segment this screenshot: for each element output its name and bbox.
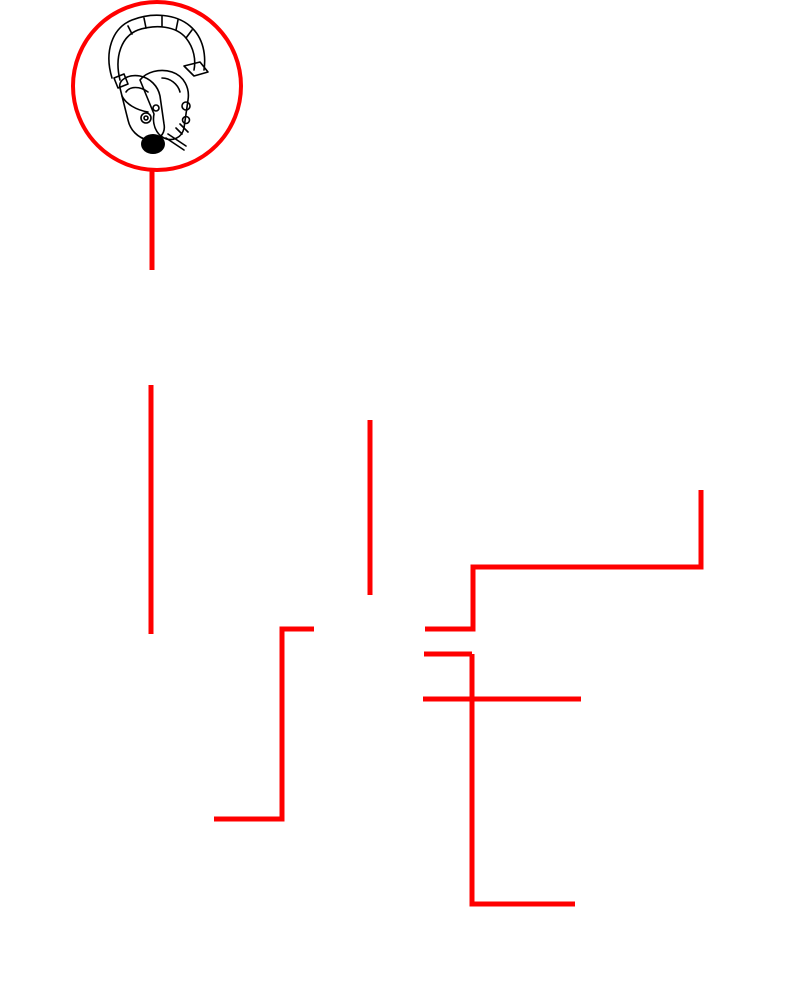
upper-right-elbow-line [425, 490, 704, 632]
headset-callout [71, 0, 243, 172]
leader-lines [148, 170, 704, 907]
lower-right-bracket-line [469, 654, 575, 907]
mic-capsule-icon [141, 134, 165, 154]
lower-left-bracket-line [214, 626, 314, 822]
callout-circle [71, 0, 243, 172]
headset-icon [108, 14, 209, 151]
